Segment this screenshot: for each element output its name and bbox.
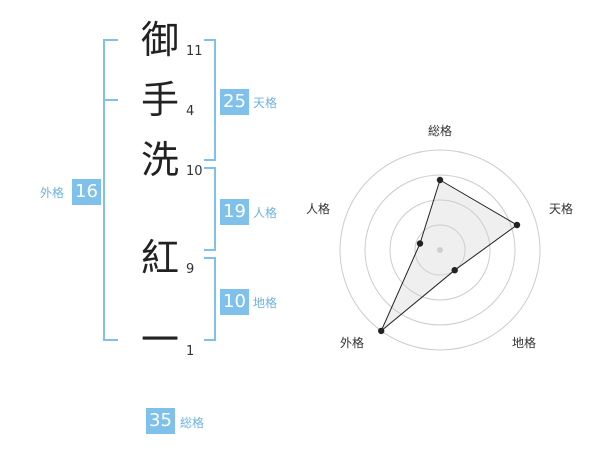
radar-label-jinkaku: 人格 [306,202,331,216]
chikaku-value: 10 [220,289,249,315]
radar-rings [339,149,541,351]
radar-point-外格 [378,327,385,335]
soukaku-value: 35 [146,408,175,434]
name-char-5: 一 [140,318,179,362]
stroke-count-2: 4 [186,104,195,119]
stroke-count-4: 9 [186,262,195,277]
radar-point-人格 [416,240,424,247]
radar-point-総格 [436,176,444,184]
tenkaku-label: 天格 [253,96,278,110]
chikaku-bracket [204,257,216,341]
stroke-count-3: 10 [186,164,203,179]
radar-center [437,247,443,253]
jinkaku-label: 人格 [253,206,278,220]
radar-point-天格 [513,221,521,229]
tenkaku-bracket [204,39,216,161]
gaikaku-bracket [103,39,118,341]
chikaku-label: 地格 [253,296,278,310]
stroke-count-5: 1 [186,344,195,359]
name-char-4: 紅 [140,236,179,280]
radar-label-chikaku: 地格 [512,336,537,350]
jinkaku-value: 19 [220,199,249,225]
jinkaku-bracket [204,167,216,251]
name-char-3: 洗 [140,138,179,182]
name-char-1: 御 [140,18,179,62]
radar-point-地格 [451,267,458,274]
radar-polygon [380,179,518,332]
tenkaku-value: 25 [220,89,249,115]
stroke-count-1: 11 [186,44,203,59]
radar-points [378,176,521,335]
radar-label-gaikaku: 外格 [340,336,365,350]
soukaku-label: 総格 [180,416,205,430]
name-char-2: 手 [140,78,179,122]
radar-label-tenkaku: 天格 [549,202,574,216]
radar-label-soukaku: 総格 [428,124,453,138]
gaikaku-value: 16 [72,179,101,205]
gaikaku-label: 外格 [40,186,65,200]
